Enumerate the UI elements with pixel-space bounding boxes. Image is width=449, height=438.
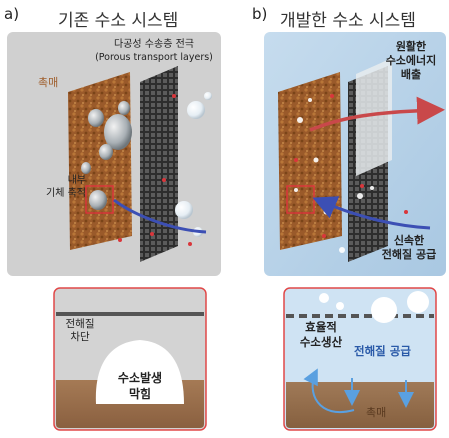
- zoom-b-efficient-label: 효율적 수소생산: [290, 320, 352, 350]
- supply-line1: 신속한: [393, 234, 425, 247]
- zoom-b-supply-label: 전해질 공급: [354, 344, 411, 358]
- trapped-bubble: [81, 162, 91, 174]
- ptl-label-line2: (Porous transport layers): [95, 52, 213, 63]
- panel-a-electrolyte-arrow: [113, 198, 207, 234]
- bubble: [204, 92, 212, 100]
- zoom-b-bubble: [319, 293, 329, 303]
- panel-b-supply-arrow: [312, 196, 431, 230]
- trapped-bubble: [89, 190, 107, 210]
- panel-a-letter: a): [4, 5, 20, 23]
- trapped-bubble: [118, 101, 130, 115]
- panel-b-supply-label: 신속한 전해질 공급: [372, 234, 446, 262]
- zoom-b-catalyst: [286, 382, 434, 428]
- panel-a-catalyst-label: 촉매: [38, 76, 59, 89]
- zoom-membrane-line2: 막힘: [128, 387, 152, 401]
- trapped-bubble: [88, 109, 104, 127]
- zoom-membrane-line1: 수소발생: [117, 371, 163, 385]
- panel-a-ptl-label: 다공성 수송층 전극 (Porous transport layers): [88, 38, 220, 64]
- zoom-a-block-label: 전해질 차단: [60, 318, 100, 344]
- zoom-block-line1: 전해질: [65, 318, 95, 330]
- panel-b-release-label: 원활한 수소에너지 배출: [376, 40, 446, 82]
- trapped-bubble: [104, 114, 132, 150]
- zoom-b-bubble: [336, 302, 344, 310]
- bubble: [175, 201, 193, 219]
- zoom-b-bubble: [371, 297, 397, 323]
- zoom-b-arrow-up: [303, 368, 355, 413]
- ptl-label-line1: 다공성 수송층 전극: [114, 39, 194, 50]
- trapped-bubble: [99, 144, 113, 160]
- release-line2: 수소에너지: [385, 54, 437, 67]
- zoom-block-line2: 차단: [70, 331, 90, 343]
- zoom-efficient-line1: 효율적: [305, 320, 337, 334]
- panel-a-catalyst: [68, 72, 132, 250]
- zoom-a-trapped-bubble: [95, 340, 184, 404]
- panel-b-release-arrow: [309, 96, 445, 132]
- panel-a-title: 기존 수소 시스템: [58, 11, 179, 31]
- zoom-efficient-line2: 수소생산: [299, 335, 343, 349]
- release-line3: 배출: [400, 68, 422, 81]
- gas-accum-line2: 기체 축적: [46, 188, 86, 199]
- zoom-b-catalyst-label: 촉매: [366, 406, 387, 419]
- panel-b-title: 개발한 수소 시스템: [280, 11, 416, 31]
- supply-line2: 전해질 공급: [381, 248, 437, 261]
- panel-b-coated-layer: [356, 58, 392, 176]
- zoom-a-membrane-label: 수소발생 막힘: [100, 370, 180, 402]
- panel-a-gas-accum-label: 내부 기체 축적: [34, 174, 86, 200]
- panel-b-letter: b): [252, 5, 268, 23]
- bubble: [187, 101, 205, 119]
- gas-accum-line1: 내부: [67, 175, 86, 186]
- zoom-a-electrode: [56, 312, 204, 316]
- panel-a-ptl-mesh: [140, 66, 178, 262]
- panel-a-zoom-marker: [85, 185, 114, 214]
- release-line1: 원활한: [395, 40, 427, 53]
- zoom-b-bubble: [407, 291, 429, 313]
